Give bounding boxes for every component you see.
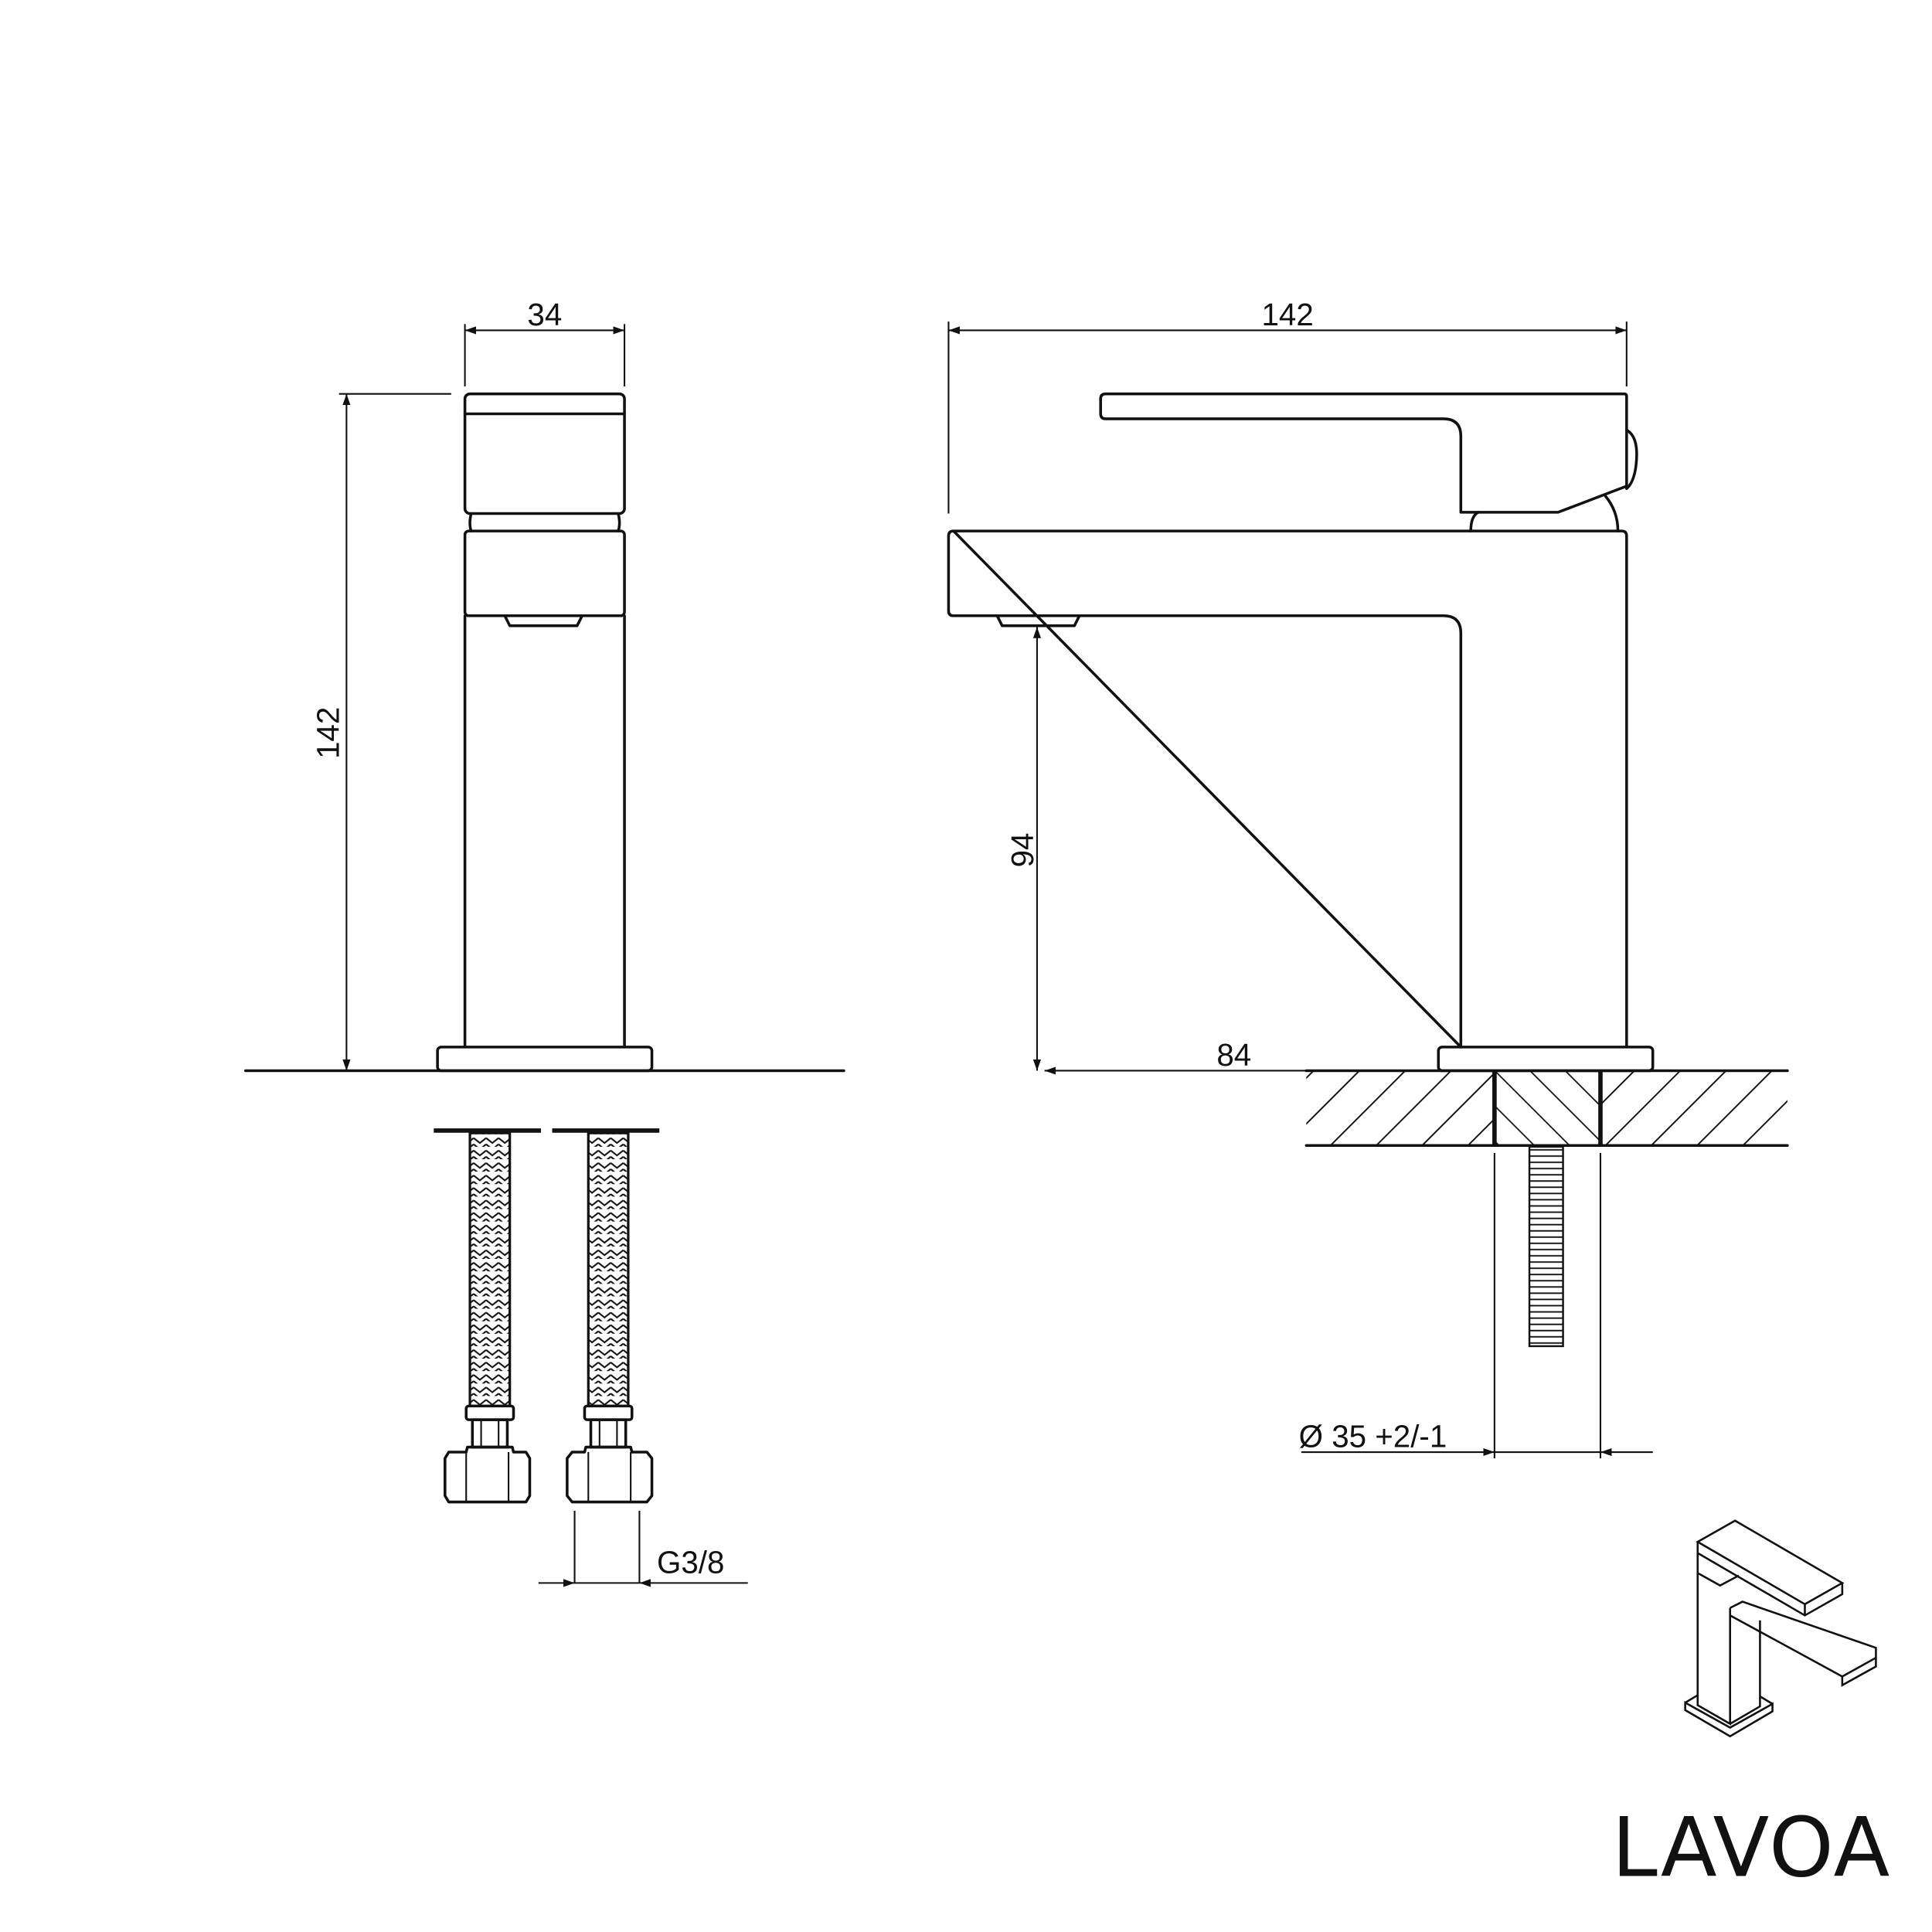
dimension-label: 142 [311, 707, 346, 759]
dimension-hole-diameter: Ø 35 +2/-1 [1299, 1152, 1653, 1459]
hose-nut [444, 1445, 532, 1504]
side-spout-block [463, 529, 626, 617]
dimension-label: G3/8 [657, 1544, 724, 1580]
side-base [436, 1046, 654, 1073]
hose-nut [566, 1445, 654, 1504]
dimension-label: 34 [527, 297, 562, 332]
mounting-bolt [1528, 1145, 1564, 1348]
isometric-faucet-icon [1684, 1519, 1877, 1738]
front-spout-body [947, 529, 1628, 1049]
side-view: 34 142 [243, 297, 845, 1587]
dimension-label: 94 [1005, 833, 1040, 868]
side-aerator [503, 614, 583, 628]
front-view: 142 94 84 Ø 35 +2 [947, 297, 1789, 1459]
front-aerator [995, 614, 1081, 628]
front-handle-knob [1625, 428, 1638, 491]
dimension-84: 84 [1044, 1037, 1309, 1075]
brand-logo: LAVOA [1611, 1800, 1890, 1896]
dimension-94: 94 [1005, 627, 1042, 1071]
countertop-section [1304, 1069, 1789, 1148]
front-cartridge-neck [1469, 495, 1620, 532]
dimension-g38: G3/8 [538, 1510, 748, 1587]
side-column [463, 614, 626, 1049]
side-handle [463, 392, 626, 515]
hose-left [434, 1128, 541, 1504]
front-lever-handle [1099, 392, 1628, 514]
dimension-34: 34 [464, 297, 626, 386]
dimension-142-height: 142 [311, 393, 451, 1071]
hose-right [552, 1128, 660, 1504]
dimension-label: 142 [1261, 297, 1313, 332]
dimension-label: 84 [1216, 1037, 1251, 1073]
front-base [1437, 1046, 1655, 1073]
dimension-142-length: 142 [947, 297, 1628, 514]
dimension-label: Ø 35 +2/-1 [1299, 1419, 1447, 1454]
